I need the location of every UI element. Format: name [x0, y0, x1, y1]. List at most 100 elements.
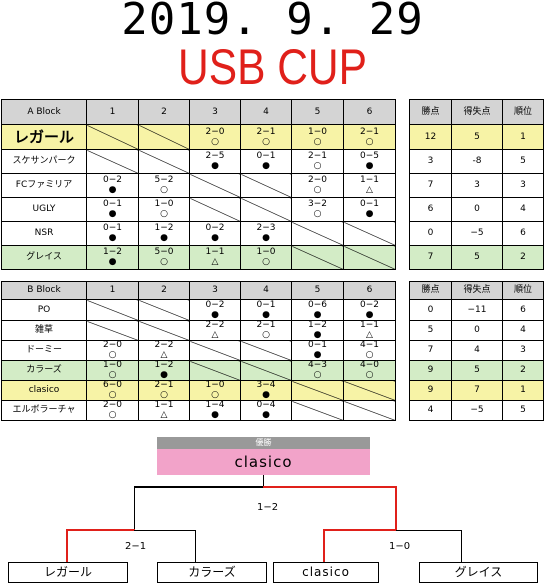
match-result: 4−1○ [343, 340, 396, 361]
match-result: 2−2△ [138, 340, 190, 361]
column-header: 5 [291, 99, 344, 125]
match-outcome-mark: ○ [211, 390, 219, 400]
match-result: 1−1△ [138, 400, 190, 421]
no-match-cell [343, 380, 396, 401]
match-result: 1−1△ [189, 245, 241, 270]
match-outcome-mark: ● [313, 350, 322, 360]
match-score: 1−2 [103, 247, 122, 257]
match-score: 1−2 [308, 320, 327, 330]
bracket-team-regal: レガール [8, 562, 128, 583]
match-result: 1−1△ [343, 173, 396, 198]
match-score: 1−0 [308, 126, 327, 137]
no-match-cell [138, 149, 190, 174]
no-match-cell [291, 245, 344, 270]
no-match-cell [240, 360, 292, 381]
no-match-cell [291, 400, 344, 421]
spacer [395, 320, 410, 341]
no-match-cell [189, 360, 241, 381]
bracket-line-semi-right-winner [323, 529, 397, 531]
match-outcome-mark: ○ [160, 209, 168, 219]
points-cell: 12 [409, 124, 452, 150]
match-outcome-mark: ○ [108, 390, 117, 400]
goal-diff-cell: 0 [451, 320, 503, 341]
match-score: 1−1 [360, 175, 379, 185]
match-outcome-mark: △ [366, 185, 373, 195]
column-header: 3 [189, 281, 241, 300]
match-result: 2−0○ [291, 173, 344, 198]
match-result: 0−1● [291, 340, 344, 361]
spacer [395, 124, 410, 150]
match-outcome-mark: ○ [365, 350, 374, 360]
column-header: 1 [86, 99, 139, 125]
match-result: 1−1△ [343, 320, 396, 341]
stat-header: 勝点 [409, 99, 452, 125]
team-name: NSR [1, 221, 87, 246]
team-name: ドーミー [1, 340, 87, 361]
match-outcome-mark: ● [365, 309, 374, 320]
match-outcome-mark: ● [211, 161, 219, 171]
match-outcome-mark: ● [108, 233, 117, 243]
match-score: 5−0 [154, 247, 174, 257]
match-outcome-mark: ○ [262, 330, 270, 340]
match-score: 1−0 [154, 199, 174, 209]
final-score: 1−2 [257, 502, 279, 513]
match-score: 4−0 [360, 360, 379, 370]
match-outcome-mark: ● [262, 233, 270, 243]
match-score: 0−4 [256, 400, 276, 410]
bracket-line-semi-left-loser [134, 530, 195, 531]
match-outcome-mark: ● [108, 209, 117, 219]
match-result: 0−1● [343, 197, 396, 222]
match-result: 3−4● [240, 380, 292, 401]
match-result: 2−2△ [189, 320, 241, 341]
match-result: 2−1○ [240, 320, 292, 341]
stat-header: 勝点 [409, 281, 452, 300]
match-result: 1−0○ [240, 245, 292, 270]
match-score: 1−0 [103, 360, 122, 370]
match-score: 1−1 [360, 320, 379, 330]
match-score: 4−1 [360, 340, 379, 350]
no-match-cell [343, 221, 396, 246]
match-outcome-mark: ● [108, 185, 117, 195]
match-result: 2−0○ [86, 400, 139, 421]
match-outcome-mark: ○ [108, 410, 117, 420]
match-outcome-mark: ○ [365, 370, 374, 380]
no-match-cell [291, 380, 344, 401]
rank-cell: 1 [502, 380, 544, 401]
spacer [395, 299, 410, 321]
match-outcome-mark: ○ [160, 185, 168, 195]
spacer [395, 149, 410, 174]
match-score: 2−3 [256, 223, 276, 233]
match-score: 3−2 [308, 199, 327, 209]
no-match-cell [138, 299, 190, 321]
match-outcome-mark: ● [262, 410, 270, 420]
match-result: 3−2○ [291, 197, 344, 222]
goal-diff-cell: -8 [451, 149, 503, 174]
match-outcome-mark: ● [313, 330, 322, 340]
match-score: 2−2 [154, 340, 174, 350]
points-cell: 7 [409, 340, 452, 361]
stat-header: 得失点 [451, 99, 503, 125]
match-score: 0−1 [256, 151, 276, 161]
no-match-cell [86, 149, 139, 174]
match-result: 0−1● [86, 221, 139, 246]
rank-cell: 1 [502, 124, 544, 150]
match-score: 2−1 [256, 320, 276, 330]
match-outcome-mark: ● [108, 257, 117, 267]
points-cell: 9 [409, 360, 452, 381]
match-result: 1−2● [138, 221, 190, 246]
match-outcome-mark: ● [211, 309, 219, 320]
no-match-cell [86, 124, 139, 150]
team-name: FCファミリア [1, 173, 87, 198]
bracket-line-top [263, 475, 264, 487]
team-name: 雑草 [1, 320, 87, 341]
match-outcome-mark: ○ [262, 136, 270, 147]
match-score: 2−5 [205, 151, 225, 161]
match-score: 0−2 [205, 223, 225, 233]
spacer [395, 400, 410, 421]
match-score: 2−1 [154, 380, 174, 390]
match-result: 1−2● [138, 360, 190, 381]
